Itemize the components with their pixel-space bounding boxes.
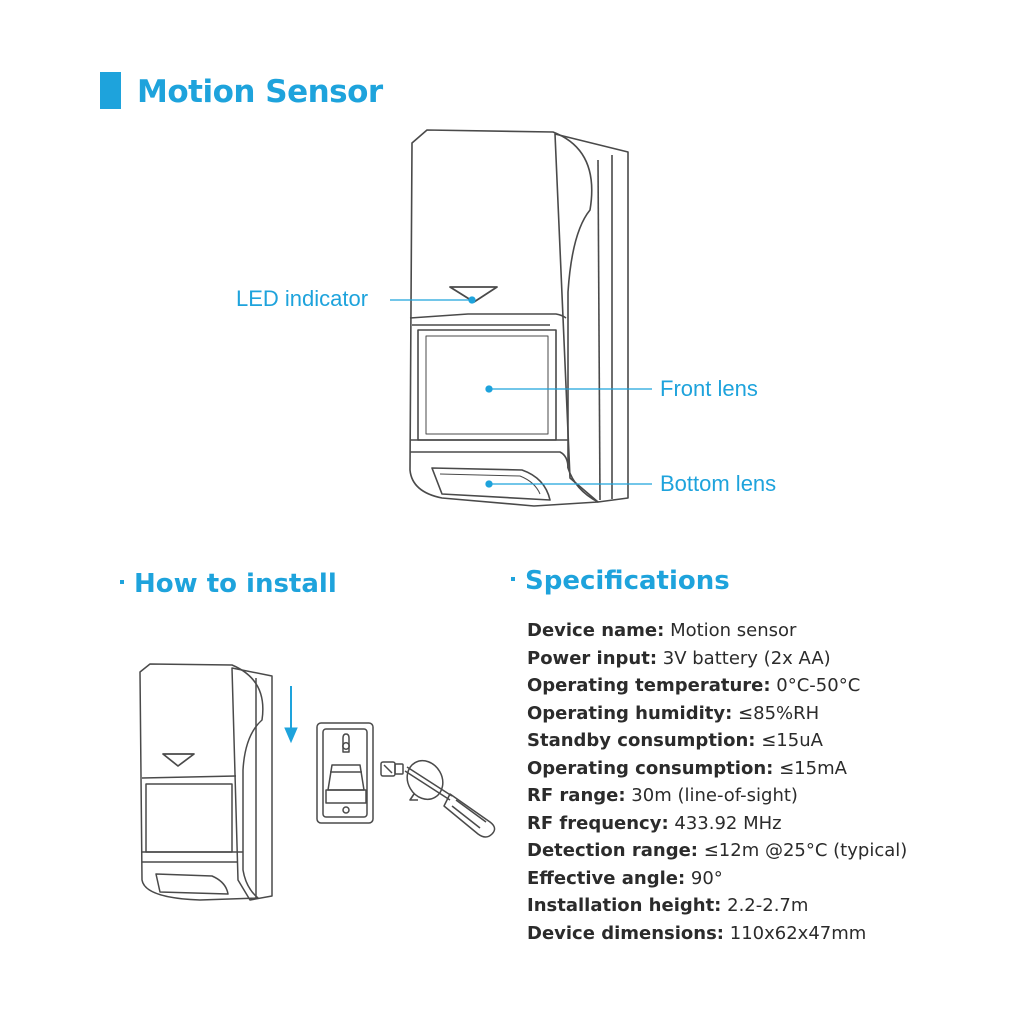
spec-value: ≤85%RH bbox=[738, 702, 820, 724]
spec-item: Operating consumption: ≤15mA bbox=[527, 755, 907, 783]
bullet-dot bbox=[511, 576, 515, 581]
spec-item: Device name: Motion sensor bbox=[527, 617, 907, 645]
spec-value: 90° bbox=[690, 867, 723, 889]
spec-label: Standby consumption: bbox=[527, 730, 756, 751]
spec-item: Power input: 3V battery (2x AA) bbox=[527, 645, 907, 673]
spec-value: 0°C-50°C bbox=[776, 675, 861, 696]
spec-item: RF frequency: 433.92 MHz bbox=[527, 810, 907, 838]
specs-heading: Specifications bbox=[511, 566, 730, 596]
install-heading: How to install bbox=[120, 569, 337, 599]
screwdriver-icon bbox=[404, 766, 496, 838]
spec-label: Installation height: bbox=[527, 895, 722, 916]
spec-item: Operating humidity: ≤85%RH bbox=[527, 700, 907, 728]
specs-heading-text: Specifications bbox=[525, 566, 730, 596]
screw-icon bbox=[380, 761, 404, 777]
callout-led-indicator: LED indicator bbox=[236, 286, 369, 311]
spec-label: Detection range: bbox=[527, 840, 698, 861]
led-triangle bbox=[449, 286, 498, 303]
title-accent-bar bbox=[100, 72, 121, 109]
wall-bracket-icon bbox=[316, 722, 374, 824]
spec-value: ≤15mA bbox=[779, 757, 847, 779]
spec-label: Device name: bbox=[527, 620, 665, 641]
spec-label: Operating humidity: bbox=[527, 702, 733, 724]
sensor-device-icon bbox=[139, 663, 273, 901]
spec-label: RF frequency: bbox=[527, 812, 669, 834]
spec-item: Operating temperature: 0°C-50°C bbox=[527, 672, 907, 700]
spec-label: Operating temperature: bbox=[527, 675, 771, 696]
spec-value: 3V battery (2x AA) bbox=[662, 647, 831, 669]
spec-item: Detection range: ≤12m @25°C (typical) bbox=[527, 837, 907, 865]
spec-item: RF range: 30m (line-of-sight) bbox=[527, 782, 907, 810]
spec-item: Effective angle: 90° bbox=[527, 865, 907, 893]
spec-item: Installation height: 2.2-2.7m bbox=[527, 892, 907, 920]
callout-bottom-lens: Bottom lens bbox=[660, 471, 777, 496]
spec-value: 30m (line-of-sight) bbox=[631, 785, 798, 806]
spec-list: Device name: Motion sensor Power input: … bbox=[527, 617, 907, 947]
spec-item: Device dimensions: 110x62x47mm bbox=[527, 920, 907, 948]
spec-label: Device dimensions: bbox=[527, 922, 725, 944]
spec-value: 433.92 MHz bbox=[674, 812, 782, 834]
spec-value: ≤15uA bbox=[761, 730, 823, 751]
bullet-dot bbox=[120, 579, 124, 584]
spec-value: ≤12m @25°C (typical) bbox=[703, 840, 908, 861]
down-arrow-icon bbox=[284, 686, 298, 744]
callout-front-lens: Front lens bbox=[660, 376, 758, 401]
install-heading-text: How to install bbox=[134, 569, 337, 599]
spec-label: Power input: bbox=[527, 647, 658, 669]
spec-value: 110x62x47mm bbox=[729, 922, 867, 944]
rotate-arrow-icon bbox=[406, 759, 444, 801]
spec-item: Standby consumption: ≤15uA bbox=[527, 727, 907, 755]
sensor-front-panel bbox=[409, 129, 599, 507]
spec-label: Effective angle: bbox=[527, 867, 686, 889]
spec-label: RF range: bbox=[527, 785, 626, 806]
page-title: Motion Sensor bbox=[137, 74, 383, 110]
spec-value: Motion sensor bbox=[670, 620, 797, 641]
spec-value: 2.2-2.7m bbox=[727, 895, 809, 916]
spec-label: Operating consumption: bbox=[527, 757, 774, 779]
